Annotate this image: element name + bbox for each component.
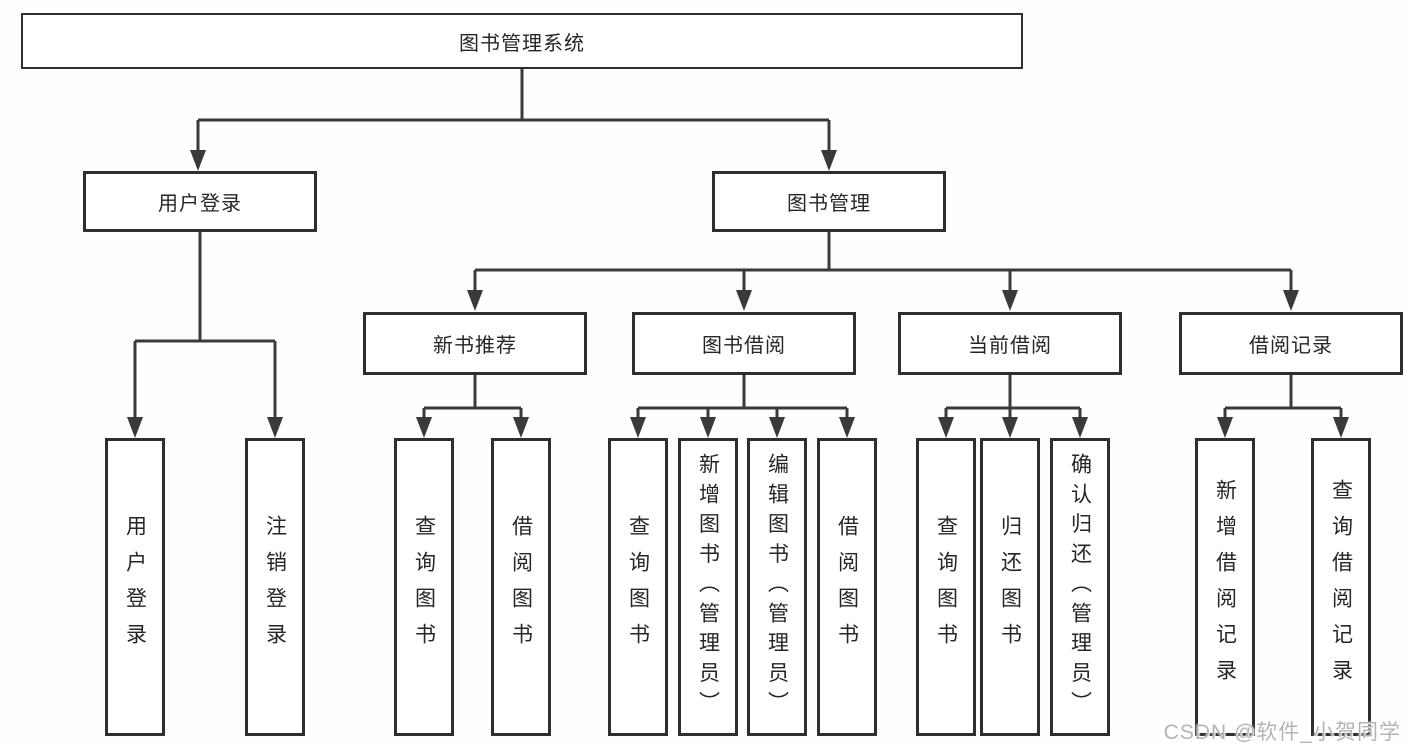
leaf-borrow-books-recommendation: 借阅图书 <box>491 438 551 736</box>
leaf-label: 查询借阅记录 <box>1329 479 1353 695</box>
arrow-down-icon <box>127 417 143 438</box>
leaf-edit-books-admin: 编辑图书（管理员） <box>747 438 807 736</box>
node-label: 当前借阅 <box>968 335 1052 357</box>
leaf-query-books-current: 查询图书 <box>916 438 976 736</box>
leaf-label: 查询图书 <box>934 515 958 659</box>
leaf-label: 查询图书 <box>626 515 650 659</box>
leaf-confirm-return-admin: 确认归还（管理员） <box>1050 438 1110 736</box>
leaf-label: 注销登录 <box>263 515 287 659</box>
leaf-query-borrowing-record: 查询借阅记录 <box>1311 438 1371 736</box>
node-label: 图书管理系统 <box>459 32 585 55</box>
arrow-down-icon <box>630 417 646 438</box>
node-label: 借阅记录 <box>1249 335 1333 357</box>
arrow-down-icon <box>1283 290 1299 311</box>
arrow-down-icon <box>267 417 283 438</box>
connector-root-to-level2 <box>196 69 831 152</box>
node-book-borrowing: 图书借阅 <box>632 312 856 375</box>
node-library-management-system: 图书管理系统 <box>21 13 1023 69</box>
node-label: 用户登录 <box>158 193 242 215</box>
leaf-user-login: 用户登录 <box>105 438 165 736</box>
arrow-down-icon <box>467 290 483 311</box>
leaf-label: 确认归还（管理员） <box>1068 453 1092 721</box>
csdn-watermark: CSDN @软件_小贺同学 <box>1163 721 1401 744</box>
arrow-down-icon <box>839 417 855 438</box>
leaf-label: 借阅图书 <box>835 515 859 659</box>
node-label: 新书推荐 <box>433 335 517 357</box>
leaf-label: 借阅图书 <box>509 515 533 659</box>
node-user-login: 用户登录 <box>83 171 317 232</box>
arrow-down-icon <box>513 417 529 438</box>
leaf-return-books: 归还图书 <box>980 438 1040 736</box>
connector-user-login-to-children <box>133 232 277 419</box>
arrow-down-icon <box>736 290 752 311</box>
node-current-borrowing: 当前借阅 <box>898 312 1122 375</box>
leaf-label: 新增图书（管理员） <box>696 453 720 721</box>
leaf-query-books-borrowing: 查询图书 <box>608 438 668 736</box>
arrow-down-icon <box>700 417 716 438</box>
node-label: 图书借阅 <box>702 335 786 357</box>
arrow-down-icon <box>190 150 206 171</box>
arrow-down-icon <box>1217 417 1233 438</box>
leaf-label: 用户登录 <box>123 515 147 659</box>
node-label: 图书管理 <box>787 193 871 215</box>
leaf-label: 查询图书 <box>412 515 436 659</box>
arrow-down-icon <box>769 417 785 438</box>
connector-book-management-to-level3 <box>473 232 1293 293</box>
node-book-management: 图书管理 <box>712 171 946 232</box>
arrow-down-icon <box>938 417 954 438</box>
arrow-down-icon <box>1072 417 1088 438</box>
leaf-logout: 注销登录 <box>245 438 305 736</box>
connector-new-book-recommendation-to-children <box>422 375 523 422</box>
leaf-label: 编辑图书（管理员） <box>765 453 789 721</box>
arrow-down-icon <box>416 417 432 438</box>
node-new-book-recommendation: 新书推荐 <box>363 312 587 375</box>
leaf-add-borrowing-record: 新增借阅记录 <box>1195 438 1255 736</box>
arrow-down-icon <box>1333 417 1349 438</box>
arrow-down-icon <box>1002 290 1018 311</box>
node-borrowing-records: 借阅记录 <box>1179 312 1403 375</box>
leaf-borrow-books-borrowing: 借阅图书 <box>817 438 877 736</box>
leaf-label: 新增借阅记录 <box>1213 479 1237 695</box>
connector-book-borrowing-to-children <box>636 375 849 422</box>
leaf-label: 归还图书 <box>998 515 1022 659</box>
arrow-down-icon <box>821 150 837 171</box>
arrow-down-icon <box>1002 417 1018 438</box>
connector-current-borrowing-to-children <box>944 375 1082 422</box>
leaf-add-books-admin: 新增图书（管理员） <box>678 438 738 736</box>
connector-borrowing-records-to-children <box>1223 375 1343 422</box>
leaf-query-books-recommendation: 查询图书 <box>394 438 454 736</box>
